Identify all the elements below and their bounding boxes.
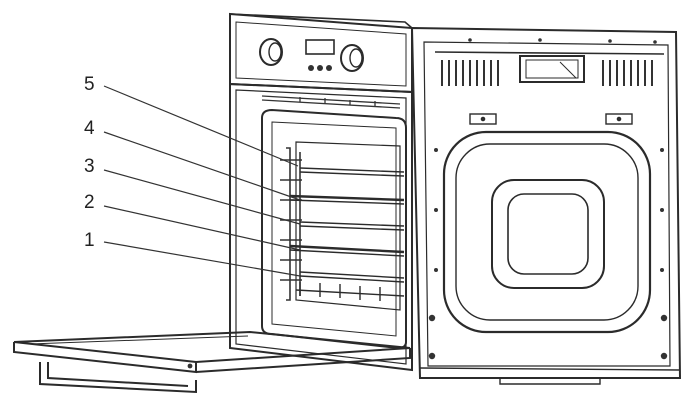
leader-line-1	[103, 241, 301, 277]
oven-side-panel	[229, 13, 682, 379]
oven-door-open	[13, 330, 411, 374]
leader-line-2	[103, 205, 301, 251]
leader-line-4	[103, 131, 301, 201]
leader-line-5	[103, 85, 299, 167]
shelf-level-1	[295, 271, 405, 301]
control-panel	[229, 12, 413, 94]
shelf-label-5: 5	[84, 74, 95, 95]
side-emboss	[442, 130, 652, 334]
shelf-label-2: 2	[84, 192, 95, 213]
control-buttons	[308, 65, 332, 71]
shelf-level-2	[289, 244, 405, 257]
right-control-knob	[340, 44, 364, 72]
display-window	[305, 39, 335, 55]
door-handle	[39, 362, 197, 394]
panel-screws	[428, 38, 668, 360]
shelf-level-4	[289, 194, 405, 205]
side-vent-left	[441, 60, 499, 86]
leader-line-3	[103, 169, 301, 225]
left-control-knob	[259, 38, 283, 66]
shelf-level-5	[299, 167, 405, 177]
shelf-labels: 5 4 3 2 1	[84, 74, 95, 251]
shelf-label-1: 1	[84, 230, 95, 251]
shelf-label-4: 4	[84, 118, 95, 139]
side-brackets	[469, 113, 633, 125]
door-hinge	[187, 363, 193, 369]
oven-front-frame	[229, 82, 413, 372]
side-vent-right	[602, 60, 653, 86]
shelf-label-3: 3	[84, 156, 95, 177]
side-bottom-rail	[419, 367, 681, 385]
leader-lines	[103, 85, 301, 277]
shelf-level-3	[299, 221, 405, 231]
side-vent-window	[519, 55, 585, 83]
front-top-vent	[261, 95, 401, 109]
